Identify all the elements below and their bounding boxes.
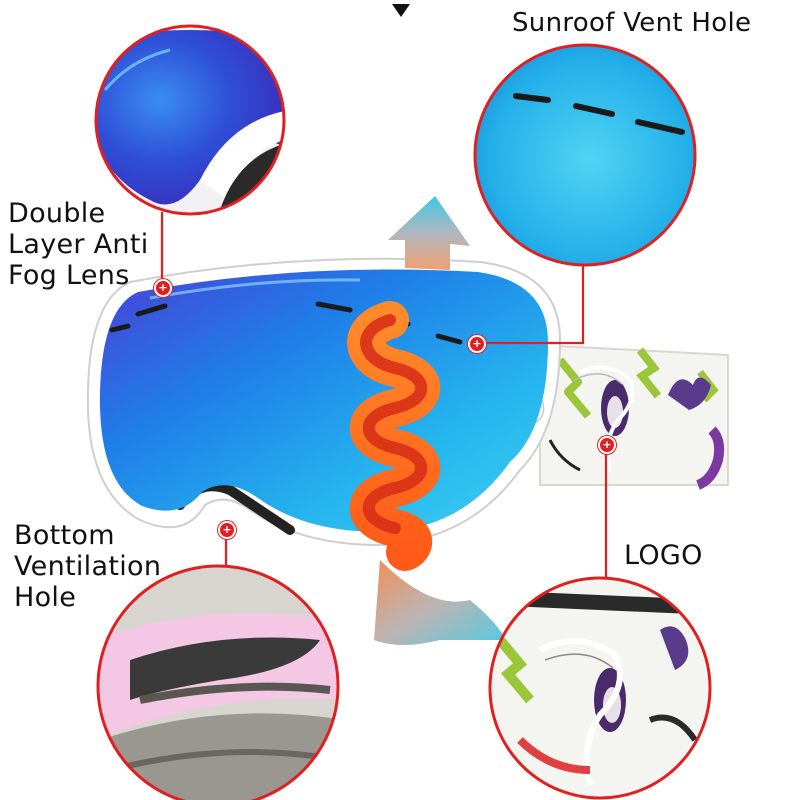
label-logo: LOGO [624,540,703,571]
detail-circle-logo [488,576,712,800]
label-line: Layer Anti [8,229,149,260]
label-line: LOGO [624,540,703,571]
label-line: Fog Lens [8,260,130,291]
label-bottom-ventilation-hole: Bottom Ventilation Hole [14,520,161,613]
goggle-lens [99,269,549,532]
airflow-arrow [374,196,505,645]
goggle-strap [539,343,729,490]
callout-marker-icon: + [154,279,172,297]
callout-marker-icon: + [468,335,486,353]
label-line: Sunroof Vent Hole [512,8,752,38]
label-sunroof-vent-hole: Sunroof Vent Hole [512,8,751,39]
airflow-wave [347,301,440,571]
detail-circle-bottom-vent [96,564,340,800]
callout-marker-icon: + [218,521,236,539]
label-line: Ventilation [14,551,162,582]
label-line: Double [8,198,106,229]
detail-circle-sunroof [473,43,697,267]
callout-marker-icon: + [598,436,616,454]
label-line: Hole [14,582,77,613]
label-double-layer-anti-fog-lens: Double Layer Anti Fog Lens [8,198,149,291]
label-line: Bottom [14,520,115,551]
detail-circle-double-lens [94,24,286,216]
down-triangle-icon [392,4,410,17]
